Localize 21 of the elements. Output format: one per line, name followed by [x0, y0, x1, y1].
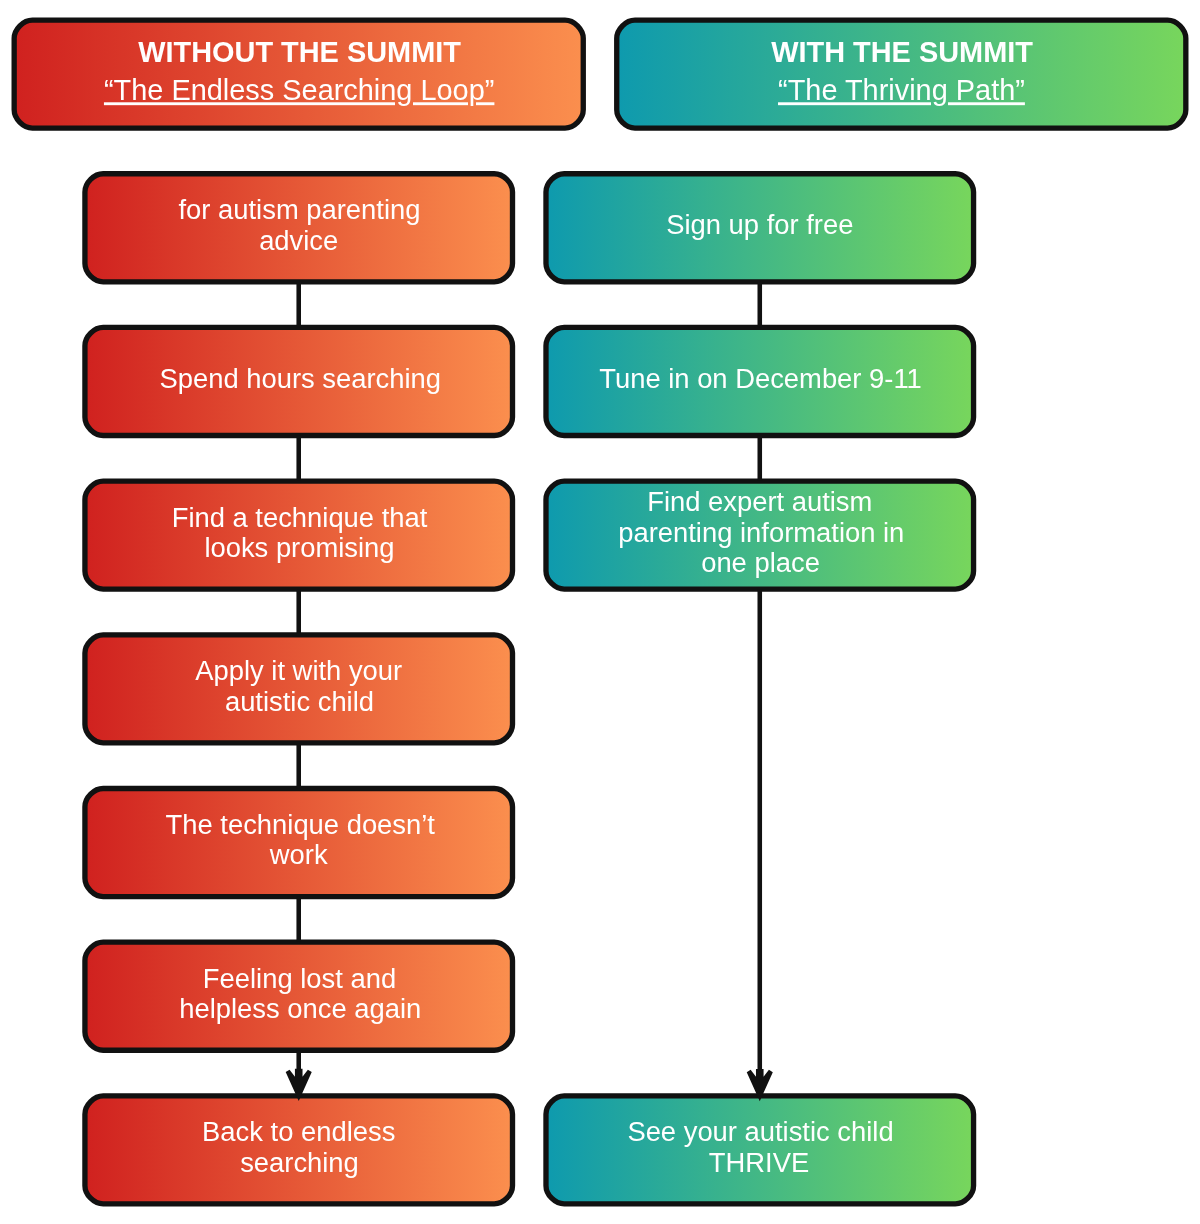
node-box: See your autistic child THRIVE [543, 1093, 977, 1207]
node-box: for autism parenting advice [82, 171, 516, 285]
connector [757, 282, 763, 328]
node-box: Find expert autism parenting information in one place [543, 478, 977, 592]
node-box: Sign up for free [543, 171, 977, 285]
connector [296, 896, 301, 942]
node-box: WITHOUT THE SUMMIT “The Endless Searching Loop” [11, 17, 586, 131]
node-box: Spend hours searching [82, 324, 516, 439]
arrow [285, 1050, 312, 1098]
node-box: Tune in on December 9-11 [543, 324, 977, 439]
node-box: The technique doesn’t work [82, 785, 516, 900]
connector [296, 435, 301, 481]
node-box: Feeling lost and helpless once again [82, 939, 516, 1053]
connector [296, 282, 301, 328]
node-box: Apply it with your autistic child [82, 632, 516, 746]
connector [296, 743, 301, 789]
node-box: Back to endless searching [82, 1093, 516, 1207]
connector [757, 435, 763, 481]
connector [296, 589, 301, 635]
node-box: WITH THE SUMMIT “The Thriving Path” [614, 17, 1189, 131]
node-box: Find a technique that looks promising [82, 478, 516, 592]
